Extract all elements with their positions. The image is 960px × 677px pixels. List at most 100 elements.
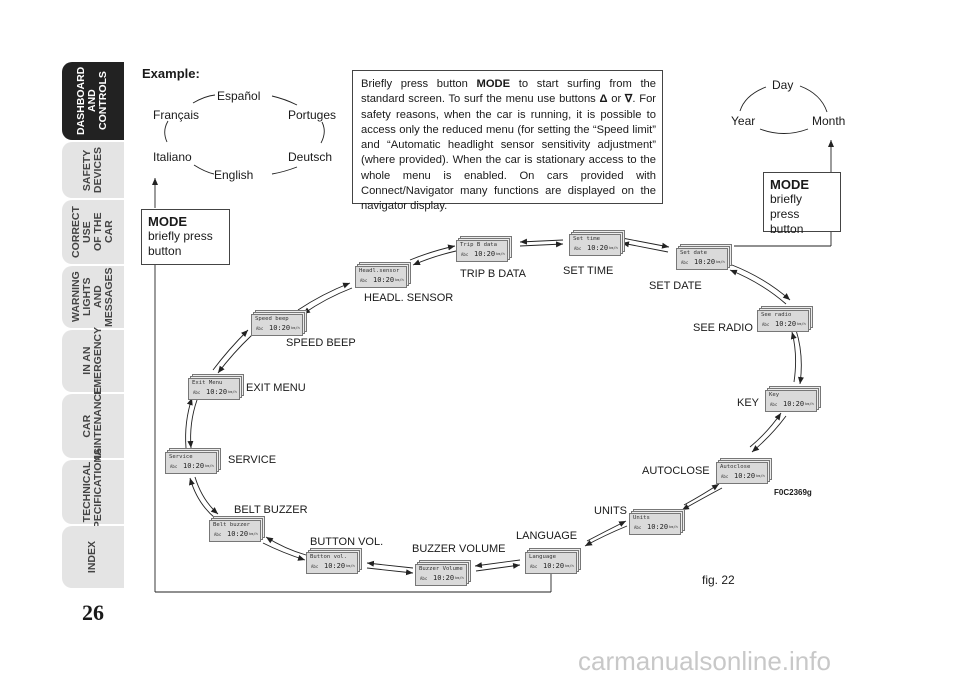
- display-unit: km/h: [805, 402, 814, 406]
- display-small-text: Abc: [634, 525, 642, 530]
- display-small-text: Abc: [420, 576, 428, 581]
- display-title: Exit Menu: [192, 380, 223, 386]
- date-arc-right: [799, 85, 828, 113]
- display-unit: km/h: [455, 576, 464, 580]
- desc-or: or: [607, 93, 625, 106]
- display-time: 10:20: [227, 530, 249, 538]
- display-title: Key: [769, 392, 780, 398]
- lang-arc-top-right: [271, 95, 298, 106]
- display-small-text: Abc: [721, 474, 729, 479]
- mode-box-text: briefly press button: [148, 229, 213, 258]
- label-autoclose: AUTOCLOSE: [642, 465, 710, 477]
- display-small-text: Abc: [762, 322, 770, 327]
- display-time: 10:20: [694, 258, 716, 266]
- tab-car-maintenance[interactable]: CAR MAINTENANCE: [62, 387, 124, 465]
- display-unit: km/h: [395, 278, 404, 282]
- lang-arc-bottom-left: [193, 164, 215, 175]
- tab-technical-specifications[interactable]: TECHNICAL SPECIFICATIONS: [62, 448, 124, 536]
- display-time: 10:20: [183, 462, 205, 470]
- label-trip-b-data: TRIP B DATA: [460, 268, 527, 280]
- display-unit: km/h: [716, 260, 725, 264]
- display-small-text: Abc: [574, 246, 582, 251]
- display-title: Headl.sensor: [359, 268, 400, 274]
- label-button-vol: BUTTON VOL.: [310, 536, 384, 548]
- display-time: 10:20: [647, 523, 669, 531]
- display-title: Button vol.: [310, 554, 348, 560]
- label-speed-beep: SPEED BEEP: [286, 337, 356, 349]
- display-unit: km/h: [756, 474, 765, 478]
- display-title: Set time: [573, 236, 600, 242]
- display-title: See radio: [761, 312, 792, 318]
- mode-box-text: briefly press button: [770, 192, 804, 236]
- date-year: Year: [731, 114, 756, 128]
- tab-correct-use[interactable]: CORRECT USE OF THE CAR: [62, 200, 124, 264]
- display-time: 10:20: [474, 250, 496, 258]
- label-belt-buzzer: BELT BUZZER: [234, 504, 308, 516]
- down-symbol: ∇: [624, 93, 633, 106]
- up-symbol: Δ: [599, 93, 608, 106]
- display-small-text: Abc: [256, 326, 264, 331]
- mode-box-title: MODE: [148, 214, 187, 229]
- display-title: Trip B data: [460, 242, 498, 248]
- display-small-text: Abc: [530, 564, 538, 569]
- display-small-text: Abc: [360, 278, 368, 283]
- mode-box-right: MODE briefly press button: [763, 172, 841, 236]
- tab-dashboard-and-controls[interactable]: DASHBOARD AND CONTROLS: [62, 62, 124, 140]
- display-title: Speed beep: [255, 316, 289, 322]
- label-exit-menu: EXIT MENU: [246, 382, 306, 394]
- tab-safety-devices[interactable]: SAFETY DEVICES: [62, 142, 124, 198]
- display-time: 10:20: [324, 562, 346, 570]
- display-time: 10:20: [543, 562, 565, 570]
- label-language: LANGUAGE: [516, 530, 578, 542]
- display-time: 10:20: [783, 400, 805, 408]
- tab-in-an-emergency[interactable]: IN AN EMERGENCY: [62, 327, 124, 395]
- lang-italiano: Italiano: [153, 150, 192, 164]
- desc-line1-pre: Briefly press button: [361, 78, 477, 90]
- display-unit: km/h: [565, 564, 574, 568]
- desc-mode: MODE: [476, 78, 511, 90]
- label-service: SERVICE: [228, 454, 277, 466]
- display-time: 10:20: [206, 388, 228, 396]
- lang-espanol: Español: [217, 89, 261, 103]
- desc-line1-post: to start surfing from the standard scree…: [361, 78, 656, 106]
- label-set-date: SET DATE: [649, 280, 702, 292]
- tab-index[interactable]: INDEX: [62, 526, 124, 588]
- display-unit: km/h: [669, 525, 678, 529]
- page-number: 26: [82, 600, 104, 625]
- tab-warning-lights[interactable]: WARNING LIGHTS AND MESSAGES: [62, 266, 124, 328]
- display-title: Autoclose: [720, 464, 751, 470]
- mode-box-title: MODE: [770, 177, 809, 192]
- lang-portuges: Portuges: [288, 108, 337, 122]
- example-label: Example:: [142, 66, 200, 81]
- label-key: KEY: [737, 397, 760, 409]
- display-unit: km/h: [291, 326, 300, 330]
- lang-arc-right: [320, 121, 325, 144]
- display-small-text: Abc: [681, 260, 689, 265]
- figure-caption: fig. 22: [702, 573, 735, 587]
- display-unit: km/h: [609, 246, 618, 250]
- description-box: Briefly press button MODE to start surfi…: [352, 70, 663, 212]
- lang-arc-top-left: [192, 94, 216, 104]
- date-arc-bottom: [759, 128, 809, 134]
- display-time: 10:20: [373, 276, 395, 284]
- display-small-text: Abc: [193, 390, 201, 395]
